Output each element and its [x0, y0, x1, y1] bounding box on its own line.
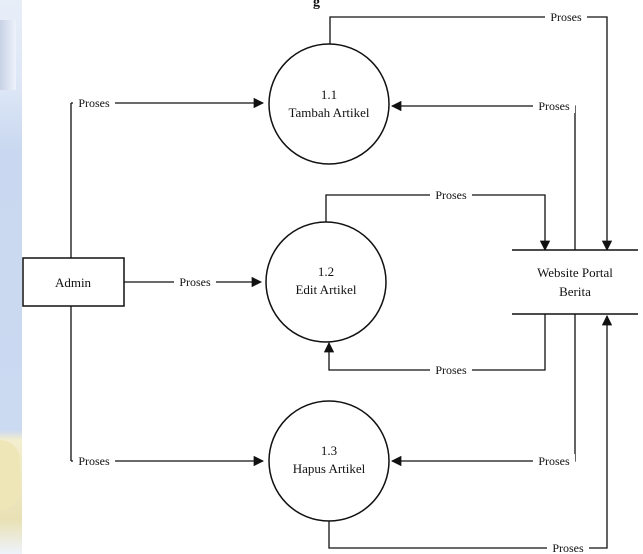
svg-text:Proses: Proses	[538, 454, 570, 468]
svg-text:Proses: Proses	[552, 541, 584, 554]
diagram-title-fragment: g	[313, 0, 320, 10]
svg-text:Proses: Proses	[179, 275, 211, 289]
svg-text:Proses: Proses	[435, 188, 467, 202]
flow-label-hapus-to-store: Proses	[547, 541, 589, 554]
left-edge-decoration-top	[0, 20, 16, 90]
data-store-website-portal-berita: Website Portal Berita	[512, 249, 638, 315]
flow-label-tambah-to-store: Proses	[545, 10, 587, 24]
process-number: 1.3	[321, 443, 337, 458]
flow-label-edit-to-store: Proses	[430, 188, 472, 202]
svg-text:Proses: Proses	[78, 96, 110, 110]
svg-text:Proses: Proses	[435, 363, 467, 377]
process-number: 1.2	[318, 264, 334, 279]
process-name: Tambah Artikel	[288, 105, 369, 120]
external-entity-label: Admin	[55, 275, 92, 290]
flow-hapus-to-store	[328, 314, 613, 549]
svg-text:Proses: Proses	[538, 99, 570, 113]
process-tambah-artikel: 1.1 Tambah Artikel	[268, 43, 390, 165]
flow-tambah-to-store	[329, 16, 613, 252]
flow-label-store-to-edit: Proses	[430, 363, 472, 377]
flow-store-to-hapus	[390, 314, 576, 467]
external-entity-admin: Admin	[22, 257, 125, 307]
data-store-label-line1: Website Portal	[537, 265, 613, 280]
flow-label-store-to-hapus: Proses	[533, 454, 575, 468]
left-edge-background	[0, 0, 22, 554]
process-hapus-artikel: 1.3 Hapus Artikel	[268, 400, 390, 522]
flow-label-admin-to-hapus: Proses	[73, 454, 115, 468]
process-name: Edit Artikel	[295, 282, 356, 297]
process-name: Hapus Artikel	[293, 461, 366, 476]
data-store-label-line2: Berita	[559, 284, 591, 299]
left-edge-decoration-bottom	[0, 440, 20, 510]
process-number: 1.1	[321, 87, 337, 102]
flow-label-store-to-tambah: Proses	[533, 99, 575, 113]
svg-text:Proses: Proses	[78, 454, 110, 468]
flow-label-admin-to-edit: Proses	[174, 275, 216, 289]
flow-store-to-tambah	[390, 100, 576, 250]
flow-label-admin-to-tambah: Proses	[73, 96, 115, 110]
svg-text:Proses: Proses	[550, 10, 582, 24]
process-edit-artikel: 1.2 Edit Artikel	[265, 221, 387, 343]
